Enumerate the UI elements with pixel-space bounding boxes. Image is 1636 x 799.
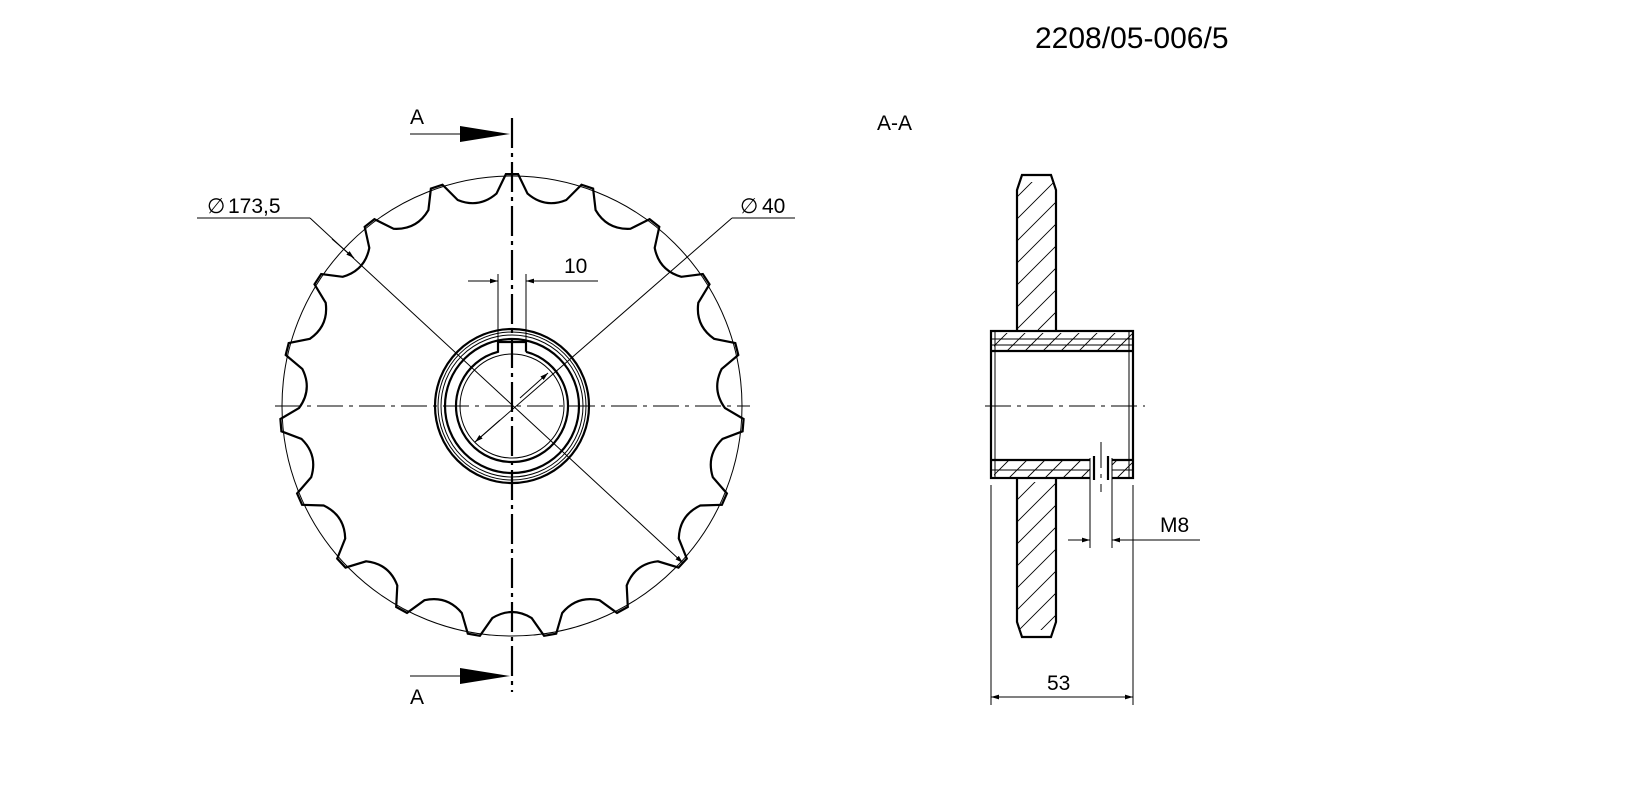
hatch-line (1062, 460, 1082, 478)
sprocket-front-view: A A ∅ 173,5 ∅ 40 10 (197, 106, 795, 709)
hatch-line (1024, 333, 1044, 351)
hatch-line (1192, 175, 1347, 330)
hatch-line (1170, 175, 1325, 330)
outer-diameter-symbol: ∅ (207, 195, 225, 218)
hatch-line (1026, 460, 1046, 478)
hatch-line (973, 460, 991, 478)
hatch-line (1044, 460, 1064, 478)
hatch-line (1017, 482, 1036, 501)
hatch-line (1104, 175, 1259, 330)
hatch-line (1135, 460, 1153, 478)
hatch-line (1017, 505, 1055, 545)
cut-arrow-top-head (460, 126, 510, 142)
bore-diameter-value: 40 (762, 195, 785, 218)
bore-diameter-arrow-2 (474, 419, 501, 443)
section-label: A-A (877, 112, 912, 135)
hatch-line (862, 175, 1017, 330)
hatch-line (1017, 483, 1055, 523)
hatch-line (971, 331, 991, 351)
hatch-line (1017, 182, 1055, 220)
key-width-value: 10 (564, 255, 587, 278)
hatch-line (1078, 333, 1098, 351)
section-view: A-A M8 53 (857, 112, 1369, 705)
hatch-line (1077, 478, 1237, 638)
hatch-line (1017, 182, 1033, 198)
hatch-line (994, 460, 1010, 476)
hatch-line (1017, 571, 1055, 611)
hatch-line (1008, 460, 1028, 478)
hatch-line (1017, 290, 1055, 330)
hatch-line (1148, 175, 1303, 330)
thread-label: M8 (1160, 514, 1189, 537)
hatch-line (1143, 478, 1303, 638)
hatch-line (1209, 478, 1369, 638)
hatch-line (1017, 527, 1055, 567)
bore-with-keyway (454, 340, 570, 464)
hatch-line (1018, 593, 1055, 630)
hub-length-value: 53 (1047, 672, 1070, 695)
cut-label-bottom: A (410, 686, 424, 709)
hatch-line (1037, 312, 1055, 330)
hatch-line (1099, 478, 1259, 638)
hatch-line (1055, 478, 1215, 638)
hatch-line (1082, 175, 1237, 330)
tooth-section-lower (1015, 478, 1058, 639)
hatch-line (1017, 224, 1055, 264)
outer-diameter-value: 173,5 (228, 195, 281, 218)
hatch-line (1017, 268, 1055, 308)
outer-diameter-dim-line (309, 217, 684, 564)
hatch-line (1017, 202, 1055, 242)
sprocket-teeth-outline (279, 173, 745, 638)
hatch-line (1114, 333, 1134, 351)
hatch-line (1096, 333, 1116, 351)
bore-diameter-dim-line (474, 217, 733, 443)
cut-label-top: A (410, 106, 424, 129)
drawing-number: 2208/05-006/5 (1035, 22, 1229, 55)
bore-diameter-symbol: ∅ (740, 195, 758, 218)
outer-diameter-arrow-top (331, 238, 355, 259)
hatch-line (1132, 349, 1134, 351)
hatch-line (1151, 331, 1171, 351)
hatch-line (1006, 333, 1026, 351)
hatch-line (1060, 333, 1080, 351)
hatch-line (1042, 333, 1062, 351)
hatch-line (1060, 175, 1215, 330)
bore-diameter-arrow-1 (519, 372, 549, 399)
hatch-line (994, 333, 1008, 347)
hatch-line (857, 478, 1017, 638)
hatch-line (1017, 246, 1055, 286)
tooth-section-upper (1015, 173, 1058, 330)
hatch-line (1165, 478, 1325, 638)
hatch-line (1121, 478, 1281, 638)
hub-outline (989, 329, 1135, 480)
cut-arrow-bottom-head (460, 668, 510, 684)
hatch-line (1017, 549, 1055, 589)
hatch-line (1187, 478, 1347, 638)
hatch-line (1126, 175, 1281, 330)
